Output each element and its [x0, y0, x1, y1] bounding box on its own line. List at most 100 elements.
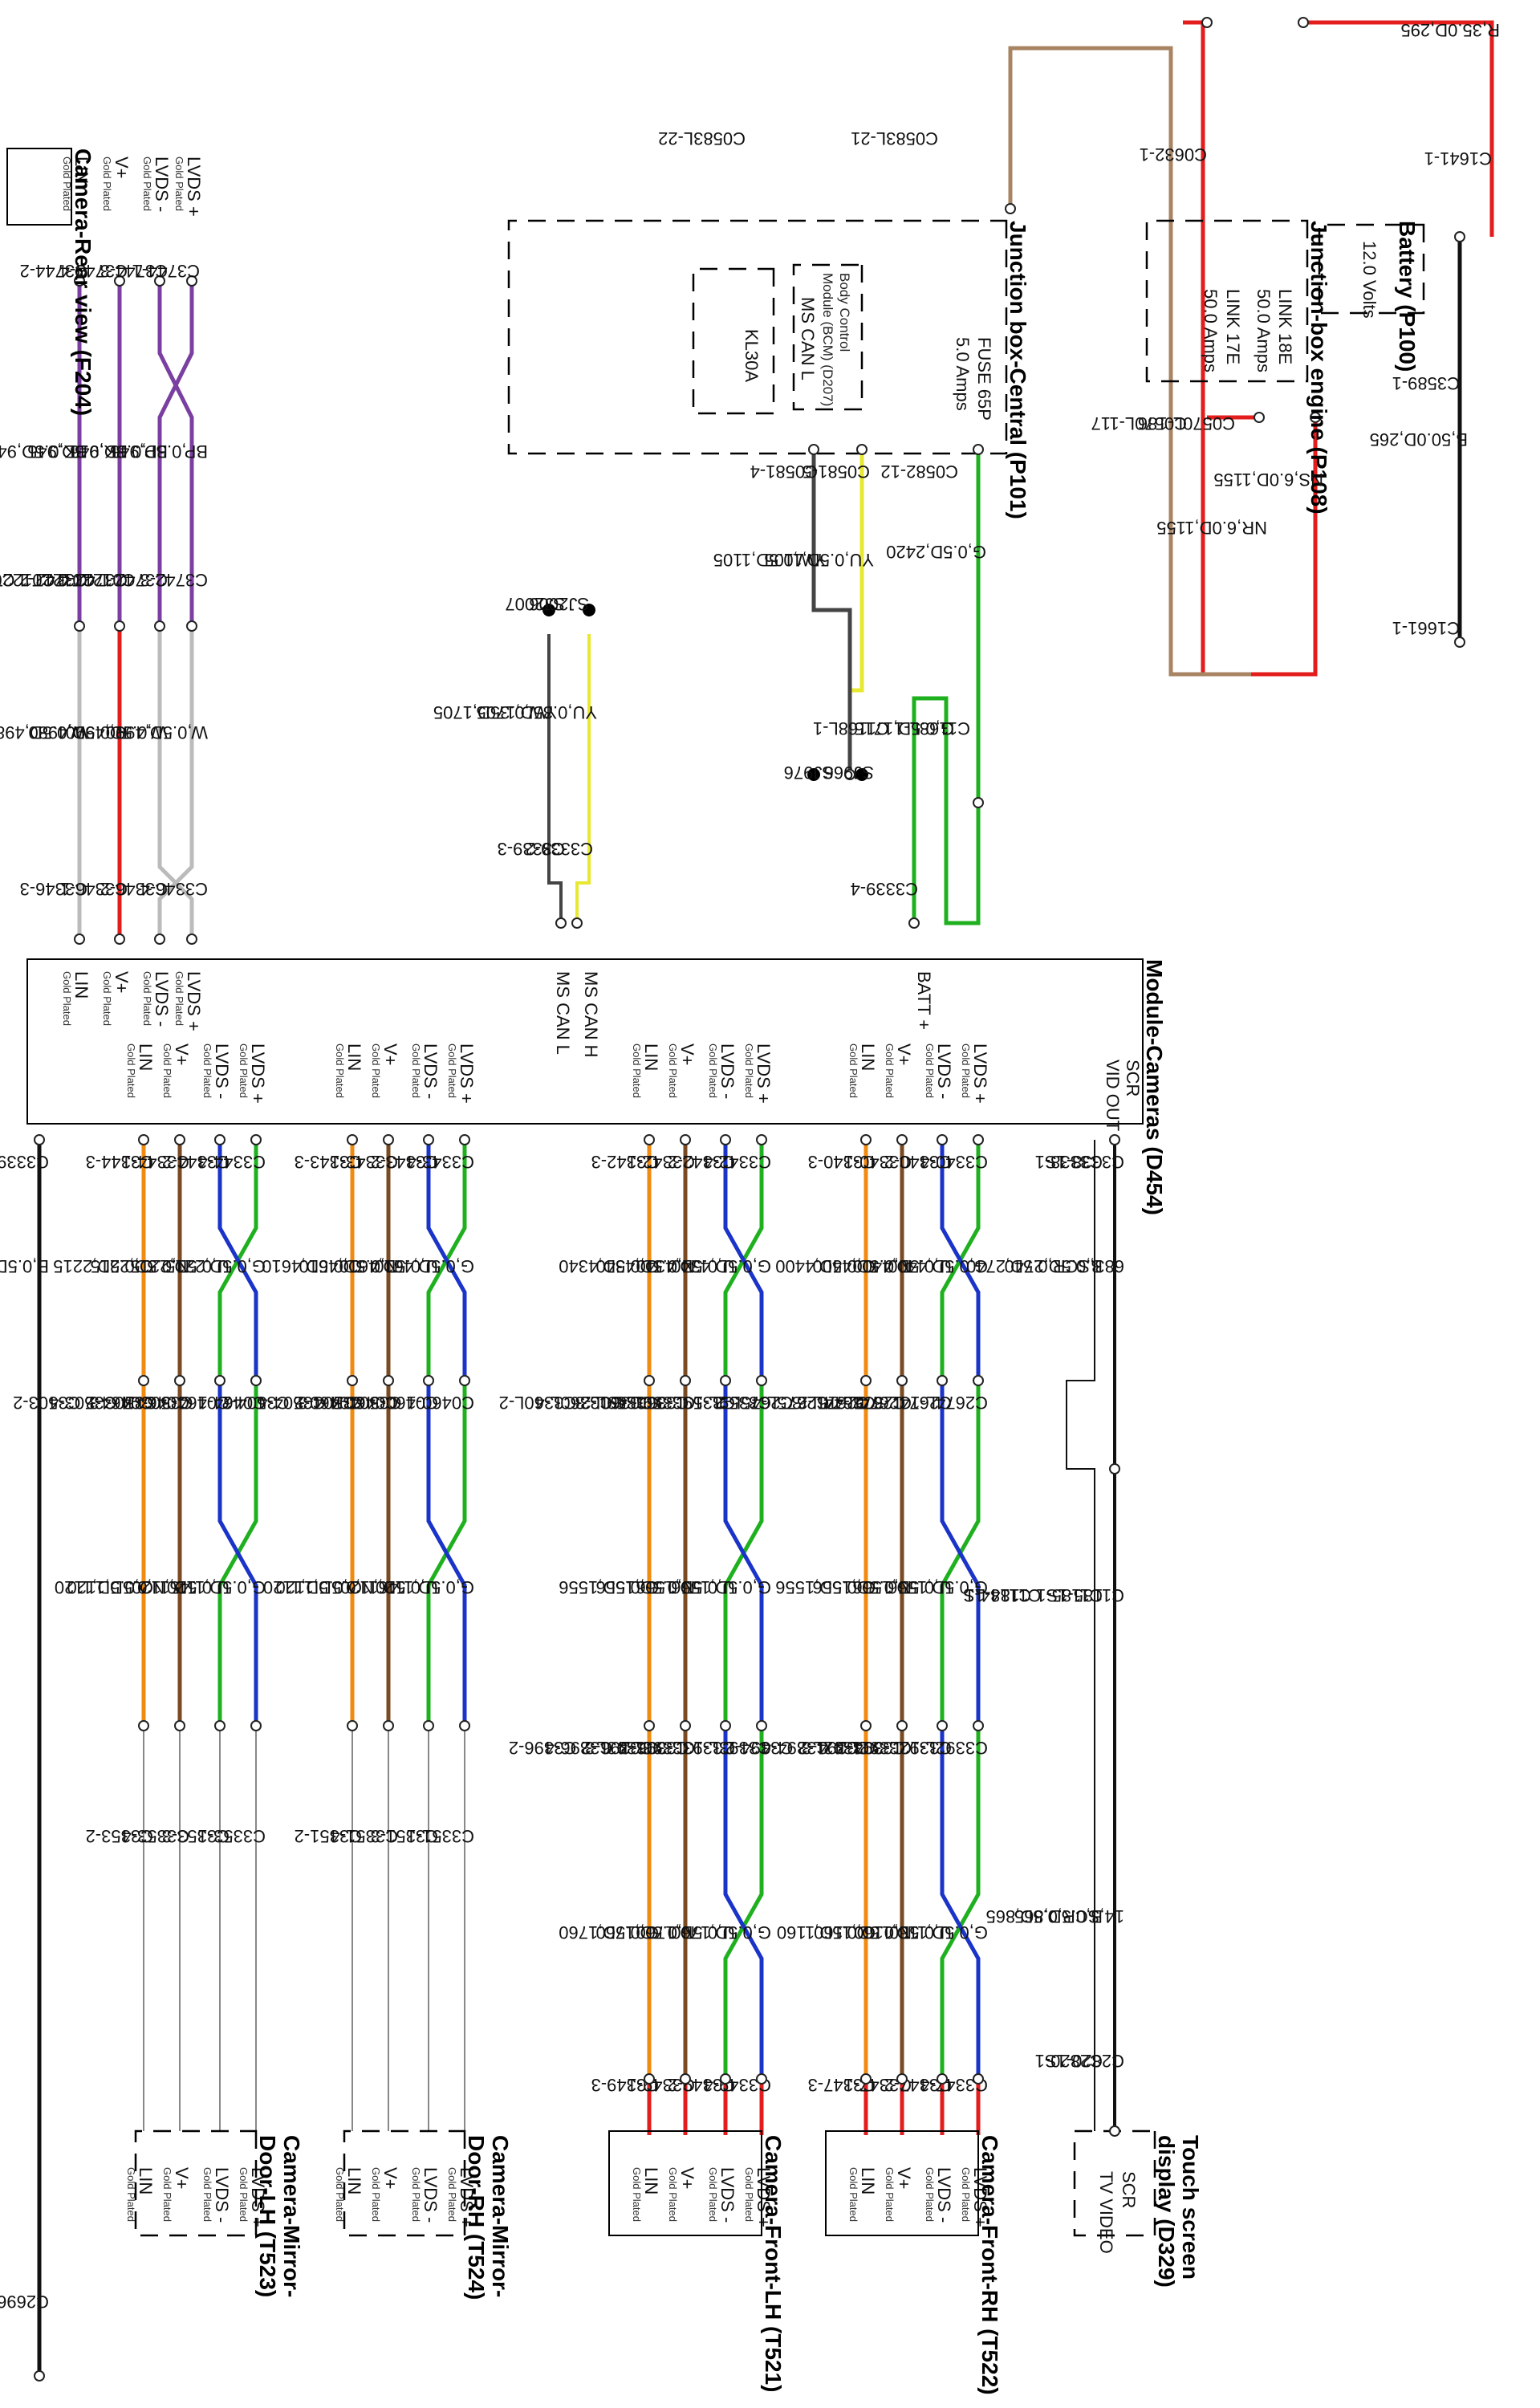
mirror-rh-u0	[426, 1140, 467, 1381]
bcm-box	[792, 263, 863, 411]
cam-rear-pin-3: LIN	[71, 157, 91, 184]
c3339-2: C3339-2	[526, 839, 593, 859]
ms-can-h-label: MS CAN H	[581, 971, 601, 1058]
c2674l_2: C2674L-2 C2675L-2	[716, 1393, 876, 1413]
batt-plus-label: BATT +	[914, 971, 934, 1030]
pin-7	[973, 444, 984, 455]
c3359l_4: C3359L-4 C3360L-4	[535, 1393, 695, 1413]
c3589-1: C3589-1	[1392, 373, 1460, 393]
c0581-5: C0581-5	[803, 462, 870, 482]
hpin-2-2-1720	[383, 1375, 394, 1386]
hpin-end-0-0	[973, 2073, 984, 2085]
hpin-1-1-1420	[720, 1134, 731, 1145]
cam-mirror-lh-title-2: Door-LH (T523)	[255, 2135, 280, 2297]
mod-ml-pin-3: LIN	[136, 1043, 156, 1071]
hpin-end-1-3	[644, 2073, 655, 2085]
cam-fl-gold-0: Gold Plated	[743, 2167, 755, 2222]
cam-rear-pin-0: LVDS +	[184, 157, 204, 217]
cam-fr-gold-0: Gold Plated	[960, 2167, 972, 2222]
wire-yw-1705	[547, 634, 563, 923]
g_05_2215: G,0.5D,2215	[165, 1256, 266, 1276]
mod-fl-gold-1: Gold Plated	[707, 1043, 719, 1098]
o_05_1556b: O,0.5D,1556	[559, 1577, 659, 1597]
hpin-3-3-1720	[138, 1375, 149, 1386]
pin-29	[34, 2370, 45, 2382]
splice-node-3	[542, 604, 555, 616]
cam-fr-pin-2: V+	[894, 2167, 914, 2190]
front-rh-u1	[940, 1381, 981, 1726]
w-b-4025: B,0.5D,4025	[0, 1256, 49, 1276]
c2820-1s: C2820-1S	[1045, 2051, 1124, 2071]
pin-17	[114, 275, 125, 287]
c3392l_4: C3392L-4 C3394-4	[762, 1738, 912, 1758]
c3393l_3: C3393L-3 C3396-3	[585, 1738, 735, 1758]
w-w-4980: W,0.5D,4980	[0, 722, 87, 742]
w-b-2740: B,0.5D,2740	[1005, 1256, 1103, 1276]
link17e-label: LINK 17E	[1223, 289, 1243, 364]
c3744-2: C3744-2	[20, 261, 87, 281]
o_05_1120b: O,0.5D,1120	[55, 1577, 153, 1597]
hpin-3-0-1720	[250, 1375, 262, 1386]
c1168l-1: C1168L-1 C1168L-1	[813, 718, 970, 738]
pin-5	[1254, 412, 1265, 423]
cam-mirror-rh-title-2: Door-RH (T524)	[464, 2135, 489, 2300]
pin-30	[1109, 1463, 1120, 1474]
hpin-2-0-2150	[459, 1720, 470, 1731]
c3359l_3: C3359L-3 C3360L-3	[575, 1393, 735, 1413]
hpin-3-2-2150	[174, 1720, 185, 1731]
link18e-label: LINK 18E	[1275, 289, 1295, 364]
hpin-1-0-1420	[756, 1134, 767, 1145]
c3342_4: C3342-4	[704, 1152, 771, 1172]
hpin-0-3-2150	[860, 1720, 872, 1731]
hpin-2-3-1720	[347, 1375, 358, 1386]
c3344_2: C3344-2	[162, 1152, 230, 1172]
g_05_4610: G,0.5D,4610	[374, 1256, 474, 1276]
w-yw-05-1105: YW,0.5D,1105	[713, 550, 826, 570]
c3340_1: C3340-1	[844, 1152, 912, 1172]
hpin-3-2-1420	[174, 1134, 185, 1145]
w-b-50-265: B,50.0D,265	[1370, 429, 1468, 449]
hpin-0-0-2150	[973, 1720, 984, 1731]
u_05_1556b: U,0.5D,1556	[636, 1577, 735, 1597]
c3346-3: C3346-3	[20, 879, 87, 899]
wire-red-battery	[1303, 20, 1494, 237]
n_05_4610: N,0.5D,4610	[299, 1256, 398, 1276]
hpin-3-1-1720	[214, 1375, 226, 1386]
c3344_4: C3344-4	[198, 1152, 266, 1172]
mod-rear-gold-0: Gold Plated	[173, 971, 185, 1026]
mod-fr-pin-0: LVDS +	[970, 1043, 990, 1104]
jb-central-title: Junction box-Central (P101)	[1006, 221, 1030, 519]
n_05_1556b: N,0.5D,1556	[595, 1577, 695, 1597]
pin-26	[74, 934, 85, 945]
w-scr-865: 14,SCR,0.5D,865	[986, 1906, 1124, 1926]
mod-rear-gold-1: Gold Plated	[141, 971, 153, 1026]
mod-mr-pin-2: V+	[380, 1043, 400, 1066]
hpin-2-1-1720	[423, 1375, 434, 1386]
sj966: SJ966	[824, 763, 874, 783]
c3339-1: C3339-1	[0, 1152, 49, 1172]
cam-fl-gold-3: Gold Plated	[631, 2167, 643, 2222]
hpin-0-2-2150	[896, 1720, 908, 1731]
cam-ml-pin-2: V+	[172, 2167, 192, 2190]
c0460_4: C0460-4 C3504-4	[258, 1393, 398, 1413]
mod-fl-gold-2: Gold Plated	[667, 1043, 679, 1098]
pin-31	[1109, 2125, 1120, 2137]
wire-green-1715	[912, 696, 981, 925]
cam-mr-pin-0: LVDS +	[457, 2167, 477, 2227]
cam-mr-gold-3: Gold Plated	[334, 2167, 346, 2222]
mod-ml-pin-2: V+	[172, 1043, 192, 1066]
n_05_4340: N,0.5D,4340	[595, 1256, 695, 1276]
hpin-1-3-1420	[644, 1134, 655, 1145]
mod-ml-pin-1: LVDS -	[212, 1043, 232, 1099]
cam-mirror-lh-title-1: Camera-Mirror-	[279, 2135, 304, 2297]
n_45_1120: 45,N,0.5D,1120	[67, 1577, 189, 1597]
cam-rear-gold-3: Gold Plated	[61, 157, 73, 211]
c3340_2: C3340-2	[884, 1152, 952, 1172]
hpin-1-3-2150	[644, 1720, 655, 1731]
c3342_2: C3342-2	[668, 1152, 735, 1172]
g_05_1556a: G,0.5D,1556	[888, 1577, 988, 1597]
w-yw-035-1705: YW,0.35D,1705	[433, 702, 557, 722]
camera-rear-title: Camera-Rear view (F204)	[71, 148, 95, 416]
battery-volts: 12.0 Volts	[1359, 241, 1379, 319]
c3343_2: C3343-2	[371, 1152, 438, 1172]
